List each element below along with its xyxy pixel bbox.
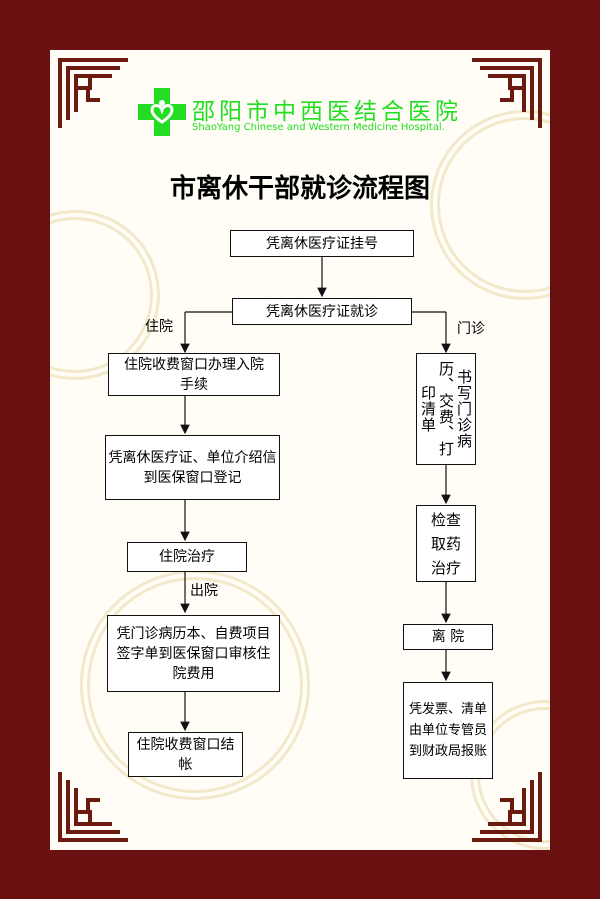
- step-outpatient-billing: 书写门诊病历、交费、打印清单: [416, 353, 476, 465]
- corner-ornament-icon: [58, 58, 128, 128]
- label-discharge: 出院: [190, 583, 218, 599]
- step-inpatient-audit: 凭门诊病历本、自费项目签字单到医保窗口审核住院费用: [107, 615, 280, 692]
- page-title: 市离休干部就诊流程图: [169, 174, 430, 204]
- step-register: 凭离休医疗证挂号: [230, 230, 414, 257]
- step-inpatient-admission: 住院收费窗口办理入院手续: [108, 353, 280, 396]
- step-outpatient-leave: 离 院: [403, 624, 493, 650]
- step-outpatient-treatment: 检查取药治疗: [416, 505, 476, 582]
- corner-ornament-icon: [472, 772, 542, 842]
- hospital-name-cn: 邵阳市中西医结合医院: [192, 99, 462, 125]
- label-inpatient: 住院: [145, 319, 173, 335]
- hospital-name-en: ShaoYang Chinese and Western Medicine Ho…: [192, 122, 445, 133]
- label-outpatient: 门诊: [457, 321, 485, 337]
- flow-arrows: [180, 257, 451, 732]
- step-inpatient-treatment: 住院治疗: [127, 542, 247, 572]
- step-visit: 凭离休医疗证就诊: [232, 298, 412, 325]
- hospital-cross-logo-icon: [138, 88, 186, 136]
- step-inpatient-checkout: 住院收费窗口结帐: [128, 732, 243, 777]
- corner-ornament-icon: [472, 58, 542, 128]
- step-outpatient-reimburse: 凭发票、清单由单位专管员到财政局报账: [403, 682, 493, 779]
- corner-ornament-icon: [58, 772, 128, 842]
- poster: 邵阳市中西医结合医院 ShaoYang Chinese and Western …: [50, 50, 550, 850]
- step-inpatient-registration: 凭离休医疗证、单位介绍信到医保窗口登记: [105, 435, 280, 500]
- background-ornament: [80, 570, 310, 800]
